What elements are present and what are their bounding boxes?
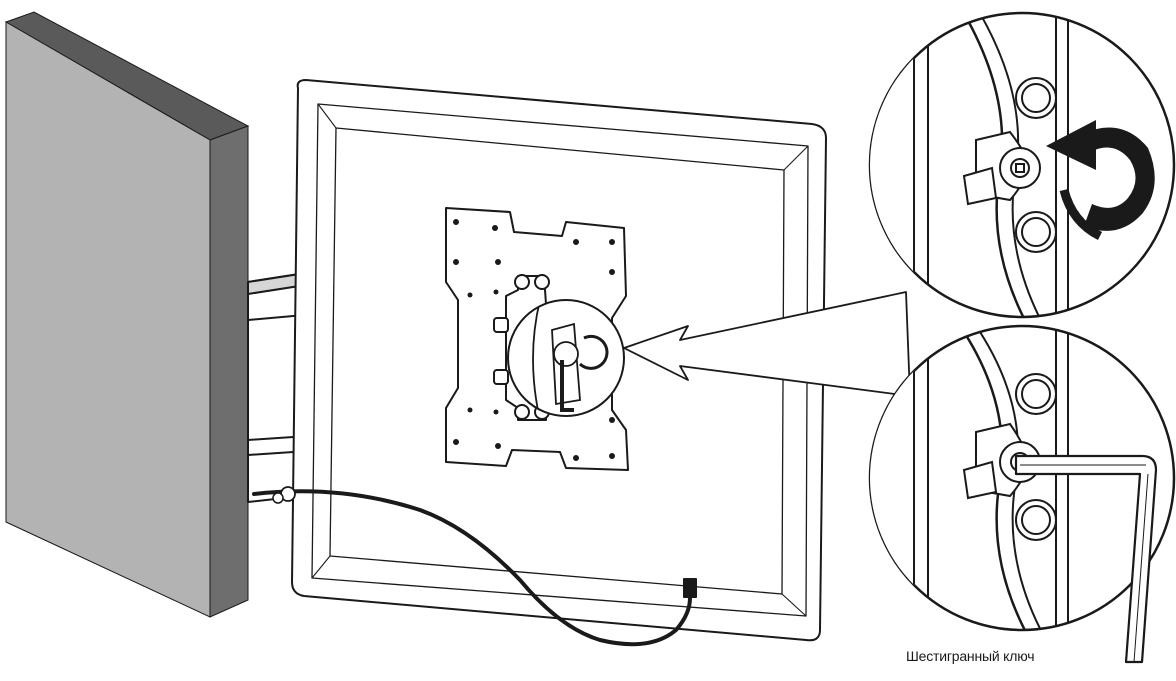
rotate-arrow-icon xyxy=(1046,120,1155,241)
zoom-detail-top-icon xyxy=(868,11,1176,319)
zoom-detail-small xyxy=(507,299,625,417)
hex-key-label: Шестигранный ключ xyxy=(906,648,1035,664)
power-cable xyxy=(252,486,692,647)
wall-panel xyxy=(4,11,250,618)
hex-key-icon xyxy=(1014,454,1158,664)
zoom-arrows xyxy=(623,291,911,397)
